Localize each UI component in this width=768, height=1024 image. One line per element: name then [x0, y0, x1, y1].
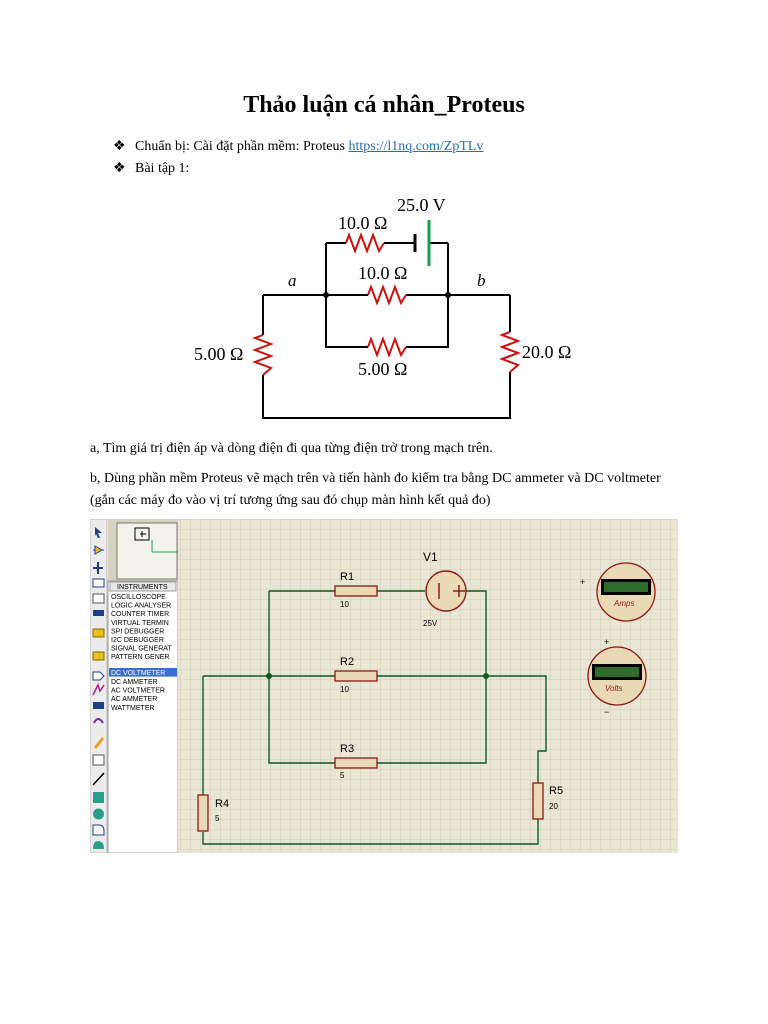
node-a-label: a — [288, 271, 297, 290]
download-link[interactable]: https://l1nq.com/ZpTLv — [348, 139, 484, 154]
question-a: a, Tìm giá trị điện áp và dòng điện đi q… — [90, 441, 493, 456]
instrument-item[interactable]: AC AMMETER — [111, 696, 157, 703]
pencil-icon — [94, 737, 104, 749]
r1-body[interactable] — [334, 585, 378, 597]
arc-icon — [92, 824, 105, 836]
r1-name: R1 — [340, 571, 354, 583]
r-top-label: 10.0 Ω — [338, 213, 387, 233]
battery-symbol — [413, 220, 431, 266]
resistor-top — [345, 232, 385, 254]
r3-value: 5 — [340, 771, 345, 780]
virtual-instrument-icon — [92, 754, 105, 766]
resistor-bottom — [367, 336, 407, 358]
instrument-item[interactable]: I2C DEBUGGER — [111, 637, 164, 644]
instrument-item-selected[interactable]: DC VOLTMETER — [111, 670, 165, 677]
instrument-item[interactable]: OSCILLOSCOPE — [111, 594, 166, 601]
port-icon — [92, 671, 105, 681]
bus-icon — [93, 610, 104, 616]
overview-window — [116, 522, 178, 580]
voltmeter-label: Volts — [605, 684, 623, 693]
box-icon — [93, 792, 104, 803]
v1-name: V1 — [423, 550, 438, 564]
r5-body[interactable] — [532, 782, 544, 820]
generator-icon — [93, 718, 104, 724]
voltmeter-plus: + — [604, 637, 609, 647]
resistors — [197, 585, 544, 832]
instrument-item[interactable]: PATTERN GENER — [111, 654, 169, 661]
label-icon — [92, 578, 105, 588]
instrument-item[interactable]: SIGNAL GENERAT — [111, 646, 172, 653]
instrument-item[interactable]: AC VOLTMETER — [111, 688, 165, 695]
tape-icon — [93, 702, 104, 709]
r-mid-label: 10.0 Ω — [358, 263, 407, 283]
junction-icon — [93, 562, 103, 574]
page-title: Thảo luận cá nhân_Proteus — [243, 92, 525, 118]
ammeter-label: Amps — [613, 599, 634, 608]
r3-name: R3 — [340, 743, 354, 755]
setup-text: Chuẩn bị: Cài đặt phần mềm: Proteus — [135, 139, 349, 154]
text-icon — [92, 593, 105, 604]
instrument-item[interactable]: LOGIC ANALYSER — [111, 603, 171, 610]
bullet-exercise: ❖ Bài tập 1: — [113, 160, 189, 177]
v1-source[interactable] — [425, 570, 467, 612]
subcircuit-icon — [92, 628, 105, 638]
toolbar — [92, 527, 105, 849]
junction-dot — [483, 673, 489, 679]
ammeter-minus: − — [647, 577, 652, 587]
circle-icon — [93, 808, 104, 820]
r2-name: R2 — [340, 656, 354, 668]
resistor-left — [252, 334, 274, 376]
ammeter-plus: + — [580, 577, 585, 587]
r4-name: R4 — [215, 798, 229, 810]
question-b: b, Dùng phần mềm Proteus vẽ mạch trên và… — [90, 471, 661, 508]
resistor-right — [499, 331, 521, 373]
r-bottom-label: 5.00 Ω — [358, 359, 407, 379]
proteus-screenshot: INSTRUMENTS OSCILLOSCOPE LOGIC ANALYSER … — [90, 519, 678, 853]
battery-label: 25.0 V — [397, 195, 446, 215]
dc-ammeter[interactable]: Amps + − — [580, 562, 656, 622]
dc-voltmeter[interactable]: Volts + − — [587, 637, 647, 717]
r2-body[interactable] — [334, 670, 378, 682]
circuit-diagram: 25.0 V 10.0 Ω 10.0 Ω 5.00 Ω 5.00 Ω 20.0 … — [194, 195, 571, 419]
bullet-marker: ❖ — [113, 161, 126, 176]
r3-body[interactable] — [334, 757, 378, 769]
instrument-item[interactable]: DC AMMETER — [111, 679, 158, 686]
line-icon — [92, 772, 105, 786]
exercise-text: Bài tập 1: — [135, 161, 190, 176]
terminal-icon — [92, 651, 105, 661]
path-icon — [93, 841, 104, 849]
node-b-dot — [445, 292, 451, 298]
instruments-header: INSTRUMENTS — [117, 584, 168, 591]
schematic-wires — [202, 590, 547, 845]
instrument-item[interactable]: COUNTER TIMER — [111, 611, 169, 618]
r4-body[interactable] — [197, 794, 209, 832]
r5-value: 20 — [549, 802, 558, 811]
r-left-label: 5.00 Ω — [194, 344, 243, 364]
v1-value: 25V — [423, 619, 438, 628]
probe-icon — [92, 683, 105, 696]
instrument-item[interactable]: VIRTUAL TERMIN — [111, 620, 169, 627]
r4-value: 5 — [215, 814, 220, 823]
instrument-selected-highlight — [109, 668, 177, 677]
voltmeter-minus: − — [604, 707, 609, 717]
node-a-dot — [323, 292, 329, 298]
r2-value: 10 — [340, 685, 349, 694]
bullet-marker: ❖ — [113, 139, 126, 154]
instrument-item[interactable]: SPI DEBUGGER — [111, 628, 164, 635]
resistor-mid — [367, 284, 407, 306]
junction-dot — [266, 673, 272, 679]
r-right-label: 20.0 Ω — [522, 342, 571, 362]
component-icon — [93, 545, 104, 555]
instrument-item[interactable]: WATTMETER — [111, 705, 155, 712]
r5-name: R5 — [549, 785, 563, 797]
select-arrow-icon — [95, 527, 102, 538]
r1-value: 10 — [340, 600, 349, 609]
instrument-list: OSCILLOSCOPE LOGIC ANALYSER COUNTER TIME… — [111, 594, 172, 712]
bullet-setup: ❖ Chuẩn bị: Cài đặt phần mềm: Proteus htt… — [113, 138, 483, 155]
node-b-label: b — [477, 271, 486, 290]
